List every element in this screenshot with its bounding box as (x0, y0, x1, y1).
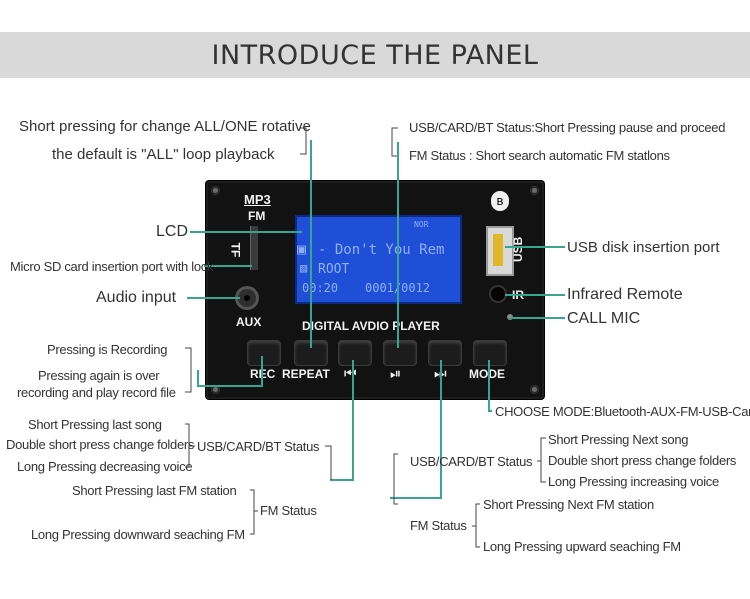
aux-jack[interactable] (238, 289, 256, 307)
usb-port[interactable] (486, 226, 514, 276)
aux-label: AUX (236, 315, 262, 329)
lcd-song-title: - Don't You Rem (318, 242, 445, 258)
fm-label: FM (248, 209, 266, 223)
label-lcd: LCD (156, 223, 189, 240)
label-choose-mode: CHOOSE MODE:Bluetooth-AUX-FM-USB-Card (495, 404, 750, 419)
rec-button[interactable] (247, 340, 281, 366)
mode-label: MODE (469, 367, 505, 381)
label-pressing-recording: Pressing is Recording (47, 342, 168, 357)
lcd-folder-icon: ▣ (297, 240, 307, 258)
label-long-upward: Long Pressing upward seaching FM (483, 539, 681, 554)
label-last-song: Short Pressing last song (28, 417, 162, 432)
label-audio-input: Audio input (96, 289, 177, 306)
lcd-folder-icon: ▧ (300, 261, 308, 275)
label-pressing-again-2: recording and play record file (17, 385, 176, 400)
label-change-all-one: Short pressing for change ALL/ONE rotati… (19, 118, 311, 135)
page-title: INTRODUCE THE PANEL (211, 40, 539, 71)
prev-button[interactable] (338, 340, 372, 366)
panel-title: DIGITAL AVDIO PLAYER (302, 319, 440, 333)
play-pause-icon: ⏯ (390, 365, 402, 381)
label-last-fm: Short Pressing last FM station (72, 483, 237, 498)
label-long-decreasing: Long Pressing decreasing voice (17, 459, 193, 474)
screw-hole (530, 385, 539, 394)
label-fm-status-right: FM Status (410, 518, 467, 533)
bluetooth-icon: ʙ (491, 191, 509, 211)
label-fm-status-top: FM Status : Short search automatic FM st… (409, 148, 670, 163)
label-next-song: Short Pressing Next song (548, 432, 689, 447)
label-usb-disk: USB disk insertion port (567, 239, 720, 256)
label-infrared: Infrared Remote (567, 286, 683, 303)
screw-hole (211, 186, 220, 195)
lcd-folder-name: ROOT (318, 262, 350, 277)
label-usb-status-left: USB/CARD/BT Status (197, 439, 320, 454)
lcd-screen (295, 215, 462, 304)
lcd-nor: NOR (414, 220, 429, 229)
tf-card-slot[interactable] (250, 226, 258, 270)
screw-hole (211, 385, 220, 394)
label-long-downward: Long Pressing downward seaching FM (31, 527, 245, 542)
label-micro-sd: Micro SD card insertion port with lock (10, 259, 214, 274)
header-banner (0, 32, 750, 78)
label-fm-status-left: FM Status (260, 503, 317, 518)
ir-receiver (491, 287, 505, 301)
label-double-folders-left: Double short press change folders (6, 437, 195, 452)
repeat-label: REPEAT (282, 367, 330, 381)
label-double-folders-right: Double short press change folders (548, 453, 737, 468)
label-pressing-again-1: Pressing again is over (38, 368, 160, 383)
label-call-mic: CALL MIC (567, 310, 641, 327)
play-pause-button[interactable] (383, 340, 417, 366)
label-long-increasing: Long Pressing increasing voice (548, 474, 719, 489)
label-usb-status-right: USB/CARD/BT Status (410, 454, 533, 469)
label-usb-status-top: USB/CARD/BT Status:Short Pressing pause … (409, 120, 726, 135)
next-button[interactable] (428, 340, 462, 366)
screw-hole (530, 186, 539, 195)
label-next-fm: Short Pressing Next FM station (483, 497, 654, 512)
label-default-all: the default is "ALL" loop playback (52, 146, 275, 163)
mp3-label: MP3 (244, 192, 271, 207)
